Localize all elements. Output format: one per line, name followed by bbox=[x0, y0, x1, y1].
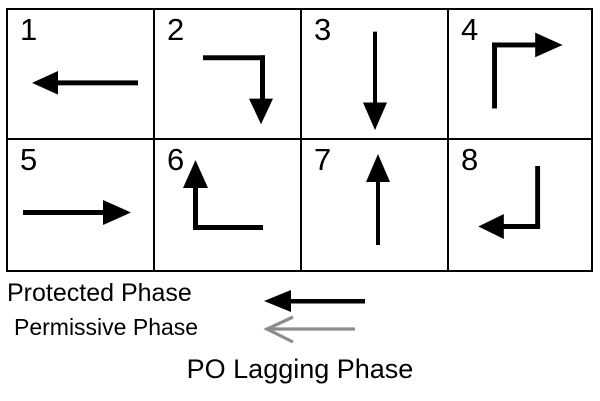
phase-cell-8[interactable]: 8 bbox=[449, 140, 591, 270]
phase-number-label: 5 bbox=[20, 142, 38, 177]
arrow-right-icon bbox=[8, 140, 153, 270]
protected-phase-label: Protected Phase bbox=[7, 279, 192, 307]
arrow-turn-left-icon bbox=[449, 140, 591, 270]
legend-row-permissive: Permissive Phase bbox=[0, 312, 600, 346]
phase-cell-7[interactable]: 7 bbox=[302, 140, 449, 270]
arrow-turn-up-icon bbox=[155, 140, 300, 270]
phase-number-label: 8 bbox=[461, 142, 479, 177]
phase-cell-6[interactable]: 6 bbox=[155, 140, 302, 270]
legend: Protected Phase Permissive Phase PO Lagg… bbox=[0, 272, 600, 401]
phase-number-label: 6 bbox=[167, 142, 185, 177]
phase-number-label: 7 bbox=[314, 142, 332, 177]
phase-diagram-grid: 1 2 3 4 bbox=[6, 8, 593, 272]
phase-cell-5[interactable]: 5 bbox=[8, 140, 155, 270]
arrow-down-icon bbox=[302, 10, 447, 138]
phase-number-label: 2 bbox=[167, 12, 185, 47]
permissive-phase-label: Permissive Phase bbox=[14, 314, 199, 340]
phase-cell-4[interactable]: 4 bbox=[449, 10, 591, 140]
arrow-turn-down-icon bbox=[155, 10, 300, 138]
arrow-up-icon bbox=[302, 140, 447, 270]
figure-caption: PO Lagging Phase bbox=[186, 354, 414, 384]
legend-row-protected: Protected Phase bbox=[0, 278, 600, 312]
phase-cell-2[interactable]: 2 bbox=[155, 10, 302, 140]
arrow-turn-right-icon bbox=[449, 10, 591, 138]
phase-number-label: 1 bbox=[20, 12, 38, 47]
phase-cell-1[interactable]: 1 bbox=[8, 10, 155, 140]
arrow-left-icon bbox=[8, 10, 153, 138]
phase-cell-3[interactable]: 3 bbox=[302, 10, 449, 140]
arrow-left-solid-icon bbox=[255, 278, 380, 312]
phase-number-label: 4 bbox=[461, 12, 479, 47]
phase-number-label: 3 bbox=[314, 12, 332, 47]
arrow-left-open-icon bbox=[255, 312, 380, 346]
